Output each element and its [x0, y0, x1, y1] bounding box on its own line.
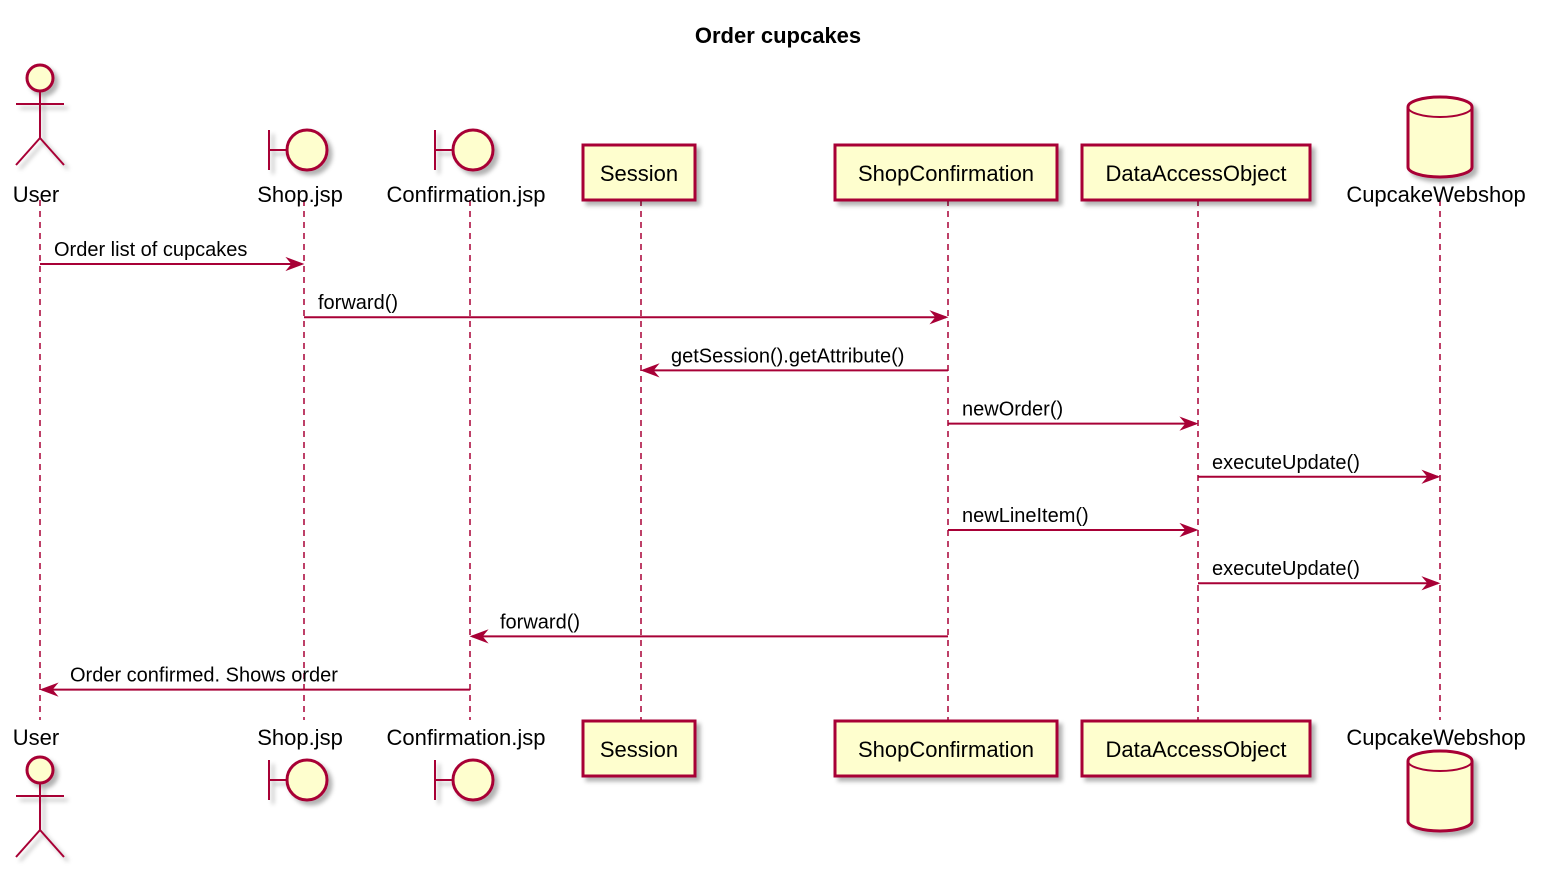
boundary-icon — [268, 758, 329, 802]
lifelines — [39, 200, 1441, 720]
message-5: executeUpdate() — [1198, 452, 1441, 484]
participant-box — [1080, 143, 1312, 202]
participant-db-bottom: CupcakeWebshop — [1346, 725, 1526, 833]
message-3: getSession().getAttribute() — [640, 345, 948, 378]
boundary-icon — [434, 128, 495, 172]
message-label: newLineItem() — [962, 505, 1089, 527]
participant-user-top: User — [13, 63, 65, 207]
participant-session-top: Session — [581, 143, 697, 202]
message-label: forward() — [500, 611, 580, 633]
message-4: newOrder() — [948, 399, 1199, 431]
message-label: executeUpdate() — [1212, 452, 1360, 474]
participant-box — [581, 143, 697, 202]
message-8: forward() — [469, 611, 948, 644]
participant-label: DataAccessObject — [1106, 737, 1287, 762]
participant-label: Shop.jsp — [257, 725, 343, 750]
participants-bottom: User Shop.jsp Confirmation.jsp Session ShopC… — [13, 719, 1526, 858]
arrowhead-icon — [929, 310, 949, 325]
actor-icon — [15, 755, 65, 858]
message-1: Order list of cupcakes — [40, 239, 305, 272]
participant-label: Session — [600, 161, 678, 186]
arrowhead-icon — [1179, 416, 1199, 431]
arrowhead-icon — [39, 682, 59, 697]
participant-label: ShopConfirmation — [858, 737, 1034, 762]
boundary-icon — [434, 758, 495, 802]
message-label: executeUpdate() — [1212, 558, 1360, 580]
participant-shopconfirmation-bottom: ShopConfirmation — [833, 719, 1059, 778]
participant-user-bottom: User — [13, 725, 65, 858]
arrowhead-icon — [285, 256, 305, 272]
message-label: newOrder() — [962, 399, 1063, 421]
participant-session-bottom: Session — [581, 719, 697, 778]
message-label: getSession().getAttribute() — [671, 345, 904, 367]
participant-dao-top: DataAccessObject — [1080, 143, 1312, 202]
participant-box — [833, 143, 1059, 202]
message-9: Order confirmed. Shows order — [39, 665, 470, 697]
message-7: executeUpdate() — [1198, 558, 1441, 591]
participant-shop-bottom: Shop.jsp — [257, 725, 343, 802]
arrowhead-icon — [640, 363, 660, 378]
participant-box — [1080, 719, 1312, 778]
diagram-title: Order cupcakes — [695, 23, 861, 48]
database-icon — [1406, 95, 1474, 179]
boundary-icon — [268, 128, 329, 172]
messages: Order list of cupcakes forward() getSessio… — [39, 239, 1441, 697]
participant-label: Confirmation.jsp — [387, 725, 546, 750]
arrowhead-icon — [1179, 522, 1199, 538]
participant-box — [581, 719, 697, 778]
participant-label: CupcakeWebshop — [1346, 725, 1525, 750]
arrowhead-icon — [469, 629, 489, 644]
participant-label: User — [13, 182, 59, 207]
participant-label: Shop.jsp — [257, 182, 343, 207]
participant-db-top: CupcakeWebshop — [1346, 95, 1526, 207]
message-label: Order list of cupcakes — [54, 239, 247, 261]
message-label: Order confirmed. Shows order — [70, 665, 338, 687]
message-label: forward() — [318, 292, 398, 314]
arrowhead-icon — [1421, 576, 1441, 591]
participant-dao-bottom: DataAccessObject — [1080, 719, 1312, 778]
actor-icon — [15, 63, 65, 166]
participant-confirmation-bottom: Confirmation.jsp — [387, 725, 546, 802]
participants-top: User Shop.jsp Confirmation.jsp Session ShopC… — [13, 63, 1526, 207]
database-icon — [1406, 749, 1474, 833]
arrowhead-icon — [1421, 469, 1441, 484]
message-2: forward() — [304, 292, 949, 325]
participant-shopconfirmation-top: ShopConfirmation — [833, 143, 1059, 202]
participant-label: ShopConfirmation — [858, 161, 1034, 186]
message-6: newLineItem() — [948, 505, 1199, 538]
participant-label: Confirmation.jsp — [387, 182, 546, 207]
participant-shop-top: Shop.jsp — [257, 128, 343, 207]
participant-box — [833, 719, 1059, 778]
participant-label: DataAccessObject — [1106, 161, 1287, 186]
participant-label: User — [13, 725, 59, 750]
participant-confirmation-top: Confirmation.jsp — [387, 128, 546, 207]
participant-label: Session — [600, 737, 678, 762]
participant-label: CupcakeWebshop — [1346, 182, 1525, 207]
